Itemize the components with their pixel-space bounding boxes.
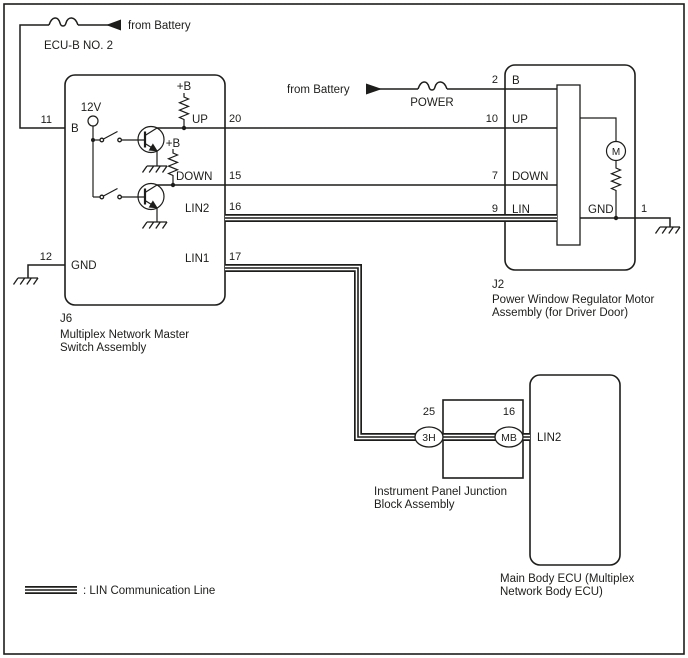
power-battery-feed	[366, 81, 557, 95]
pin-label-up-j6: UP	[192, 114, 208, 126]
lin1-to-ecu-line	[225, 264, 530, 441]
fuse-icon-power	[417, 81, 448, 91]
switch-down-icon	[93, 187, 145, 200]
pin-number-11: 11	[41, 114, 52, 126]
legend-label: : LIN Communication Line	[83, 585, 215, 597]
label-plus-b-down: +B	[166, 138, 181, 150]
pin-label-gnd-j2: GND	[588, 204, 614, 216]
battery-arrow-left-icon	[106, 19, 121, 31]
pin-number-10: 10	[486, 113, 498, 125]
pin-number-16-jb: 16	[503, 406, 515, 418]
j2-id: J2	[492, 279, 504, 291]
connector-mb	[494, 426, 524, 448]
ground-icon	[12, 277, 39, 286]
label-12v: 12V	[81, 102, 102, 114]
j2-internal-connector-bar	[556, 84, 581, 246]
pin-label-b-j6: B	[71, 123, 79, 135]
pin-number-1: 1	[641, 203, 647, 215]
resistor-icon-motor	[609, 160, 623, 218]
j2-name-line2: Assembly (for Driver Door)	[492, 307, 628, 319]
pin-number-16-j6: 16	[229, 201, 241, 213]
gnd-wire	[580, 217, 671, 227]
ground-icon	[654, 226, 681, 235]
battery-arrow-right-icon	[366, 83, 382, 95]
pin-number-25: 25	[423, 406, 435, 418]
motor-label: M	[612, 147, 620, 158]
junction-name-line2: Block Assembly	[374, 499, 455, 511]
j6-internal-circuit	[87, 93, 191, 230]
connector-3h	[414, 426, 444, 448]
lin-communication-lines	[225, 214, 557, 441]
fuse-label-power: POWER	[410, 97, 453, 109]
pin-label-b-j2: B	[512, 75, 520, 87]
ecu-name-line1: Main Body ECU (Multiplex	[500, 573, 634, 585]
diagram-border	[3, 3, 685, 655]
switch-up-icon	[93, 130, 145, 143]
j2-internal-circuit	[580, 117, 681, 235]
pin-label-gnd-j6: GND	[71, 260, 97, 272]
transistor-up-icon	[137, 125, 168, 174]
resistor-icon-down	[166, 149, 180, 185]
j6-id: J6	[60, 313, 72, 325]
pin-label-lin-j2: LIN	[512, 204, 530, 216]
pin-label-lin2-j6: LIN2	[185, 203, 209, 215]
pin-label-lin1-j6: LIN1	[185, 253, 209, 265]
pin-number-17: 17	[229, 251, 241, 263]
ecub-battery-feed	[19, 17, 121, 129]
pin-label-lin2-ecu: LIN2	[537, 432, 561, 444]
pin-label-down-j2: DOWN	[512, 171, 548, 183]
resistor-icon-up	[177, 93, 191, 128]
fuse-label-ecub: ECU-B NO. 2	[44, 40, 113, 52]
pin-number-2: 2	[492, 74, 498, 86]
pin-number-15: 15	[229, 170, 241, 182]
j6-ground	[12, 264, 65, 286]
junction-name-line1: Instrument Panel Junction	[374, 486, 507, 498]
j2-name-line1: Power Window Regulator Motor	[492, 294, 655, 306]
main-body-ecu-box	[529, 374, 621, 566]
from-battery-label-left: from Battery	[128, 20, 191, 32]
ecu-name-line2: Network Body ECU)	[500, 586, 603, 598]
pin-label-up-j2: UP	[512, 114, 528, 126]
from-battery-label-mid: from Battery	[287, 84, 350, 96]
pin-number-20: 20	[229, 113, 241, 125]
transistor-down-icon	[137, 182, 168, 230]
up-down-wires	[157, 127, 557, 186]
j6-name-line1: Multiplex Network Master	[60, 329, 189, 341]
pin-label-down-j6: DOWN	[176, 171, 212, 183]
label-plus-b-up: +B	[177, 81, 192, 93]
j6-name-line2: Switch Assembly	[60, 342, 147, 354]
connector-mb-label: MB	[501, 432, 517, 444]
connector-3h-label: 3H	[422, 432, 435, 444]
pin-number-7: 7	[492, 170, 498, 182]
pin-number-9: 9	[492, 203, 498, 215]
pin-number-12: 12	[40, 251, 52, 263]
fuse-icon-ecub	[48, 17, 79, 27]
